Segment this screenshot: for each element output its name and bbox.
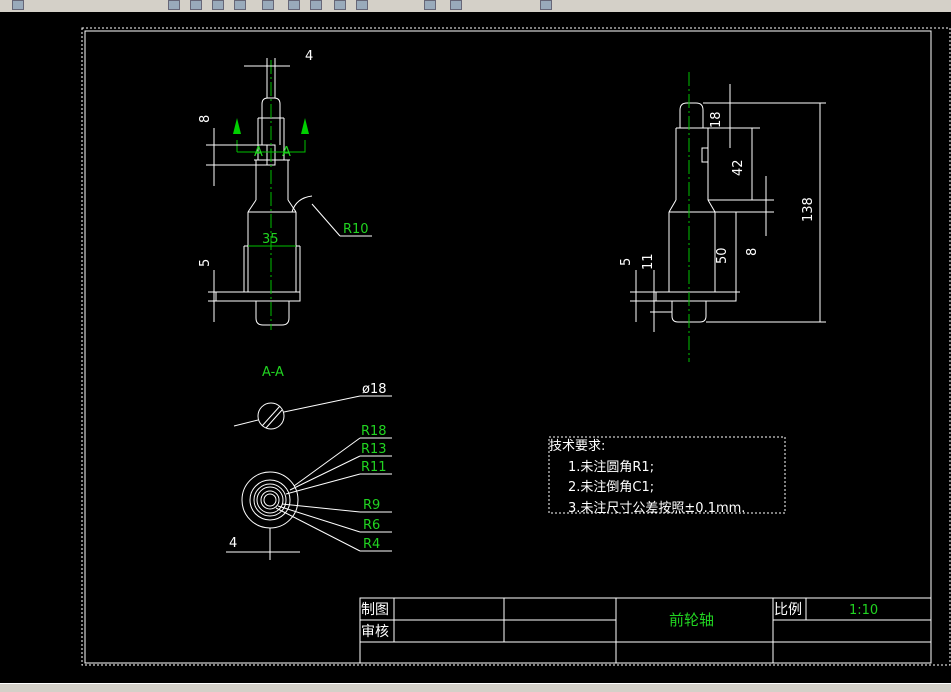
- tech-item-3: 3.未注尺寸公差按照±0.1mm.: [568, 501, 745, 516]
- properties-icon[interactable]: [288, 0, 300, 10]
- section-circle: 4 R18 R13 R11 R9 R6 R4: [226, 424, 392, 560]
- dim-circle-bottom: 4: [229, 536, 237, 551]
- markup-icon[interactable]: [424, 0, 436, 10]
- radius-label-3: R11: [361, 460, 387, 475]
- title-scale-value: 1:10: [849, 603, 878, 618]
- right-slot: [701, 147, 709, 163]
- radius-label-2: R13: [361, 442, 387, 457]
- dim-flange-height: 5: [198, 259, 213, 267]
- dim-fillet-radius: R10: [343, 222, 369, 237]
- radius-label-5: R6: [363, 518, 380, 533]
- section-mark-left: A: [254, 145, 263, 160]
- right-shaft-tip: [679, 102, 704, 128]
- dim-tip-height: 18: [709, 111, 724, 128]
- help-icon[interactable]: [540, 0, 552, 10]
- tech-requirements-frame: [548, 436, 786, 514]
- design-center-icon[interactable]: [310, 0, 322, 10]
- drawing-canvas: A A 4 8 35 R10 5 A-A: [81, 27, 951, 666]
- section-mark-right: A: [282, 145, 291, 160]
- shaft-flange: [215, 291, 301, 302]
- sheet-outer-border: [81, 27, 951, 666]
- tech-item-1: 1.未注圆角R1;: [568, 460, 654, 475]
- open-file-icon[interactable]: [12, 0, 24, 10]
- zoom-realtime-icon[interactable]: [234, 0, 246, 10]
- dim-flange-height-right: 5: [619, 258, 634, 266]
- sheet-set-icon[interactable]: [356, 0, 368, 10]
- dim-slot-height: 8: [198, 115, 213, 123]
- status-bar: [0, 683, 951, 692]
- zoom-window-icon[interactable]: [212, 0, 224, 10]
- undo-icon[interactable]: [168, 0, 180, 10]
- section-arrow-right-icon: [301, 118, 309, 134]
- tech-requirements: 技术要求: 1.未注圆角R1; 2.未注倒角C1; 3.未注尺寸公差按照±0.1…: [548, 436, 786, 516]
- pan-icon[interactable]: [190, 0, 202, 10]
- dim-top-width: 4: [305, 49, 313, 64]
- radius-label-6: R4: [363, 537, 380, 552]
- dim-body-width: 35: [262, 232, 279, 247]
- title-drawn-label: 制图: [361, 602, 389, 618]
- calculator-icon[interactable]: [450, 0, 462, 10]
- title-scale-label: 比例: [774, 602, 802, 618]
- dim-total-height: 138: [801, 197, 816, 222]
- section-small: ø18: [233, 382, 392, 430]
- shaft-tip: [261, 97, 281, 118]
- title-checked-label: 审核: [361, 624, 389, 640]
- section-label: A-A: [262, 365, 284, 380]
- tech-item-2: 2.未注倒角C1;: [568, 480, 654, 495]
- section-cut-line: [236, 140, 306, 153]
- tool-palette-icon[interactable]: [334, 0, 346, 10]
- dim-chamfer-height: 8: [745, 248, 760, 256]
- title-part-name: 前轮轴: [669, 611, 714, 629]
- radius-label-4: R9: [363, 498, 380, 513]
- sheet-inner-border: [84, 30, 932, 664]
- view-right: 138 18 42 8 50 5 11: [619, 72, 826, 362]
- title-block-frame: [359, 597, 932, 664]
- dim-diameter: ø18: [362, 382, 387, 397]
- title-block: 制图 审核 前轮轴 比例 1:10: [359, 597, 932, 664]
- tech-title: 技术要求:: [549, 439, 605, 454]
- dim-body-height: 42: [731, 159, 746, 176]
- shaft-bottom: [255, 301, 290, 326]
- drawing-viewport[interactable]: A A 4 8 35 R10 5 A-A: [0, 12, 951, 683]
- view-aa: A A 4 8 35 R10 5 A-A: [198, 49, 372, 380]
- zoom-previous-icon[interactable]: [262, 0, 274, 10]
- dim-bottom-height: 11: [641, 253, 656, 270]
- radius-label-1: R18: [361, 424, 387, 439]
- fillet-arc: [291, 195, 313, 213]
- section-arrow-left-icon: [233, 118, 241, 134]
- dim-lower-height: 50: [715, 247, 730, 264]
- right-flange: [655, 291, 737, 302]
- section-small-circle: [257, 402, 285, 430]
